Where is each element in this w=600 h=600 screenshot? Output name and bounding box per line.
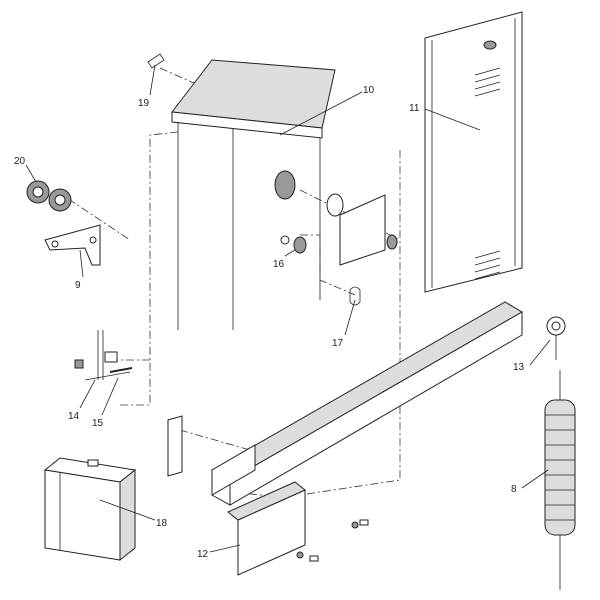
callout-labels: 19 10 11 20 9 16 17 13 14 15 8 18 12 (14, 85, 525, 560)
callout-15: 15 (92, 418, 104, 429)
callout-9: 9 (75, 280, 81, 291)
part-mounting-plates (167, 415, 369, 576)
callout-10: 10 (363, 85, 375, 96)
callout-13: 13 (513, 362, 525, 373)
callout-19: 19 (138, 98, 150, 109)
leader-lines (25, 64, 551, 553)
part-door-panel (424, 11, 523, 293)
callout-20: 20 (14, 156, 26, 167)
part-beam (210, 301, 523, 506)
part-housing (171, 59, 336, 330)
part-cams-and-bracket (26, 180, 101, 266)
callout-12: 12 (197, 549, 209, 560)
callout-8: 8 (511, 484, 517, 495)
callout-16: 16 (273, 259, 285, 270)
callout-18: 18 (156, 518, 168, 529)
part-spring (544, 316, 576, 590)
part-gear-assembly (147, 53, 398, 306)
part-limit-switch (74, 330, 133, 381)
callout-11: 11 (409, 103, 420, 114)
callout-17: 17 (332, 338, 344, 349)
part-control-box (43, 457, 137, 562)
callout-14: 14 (68, 411, 80, 422)
